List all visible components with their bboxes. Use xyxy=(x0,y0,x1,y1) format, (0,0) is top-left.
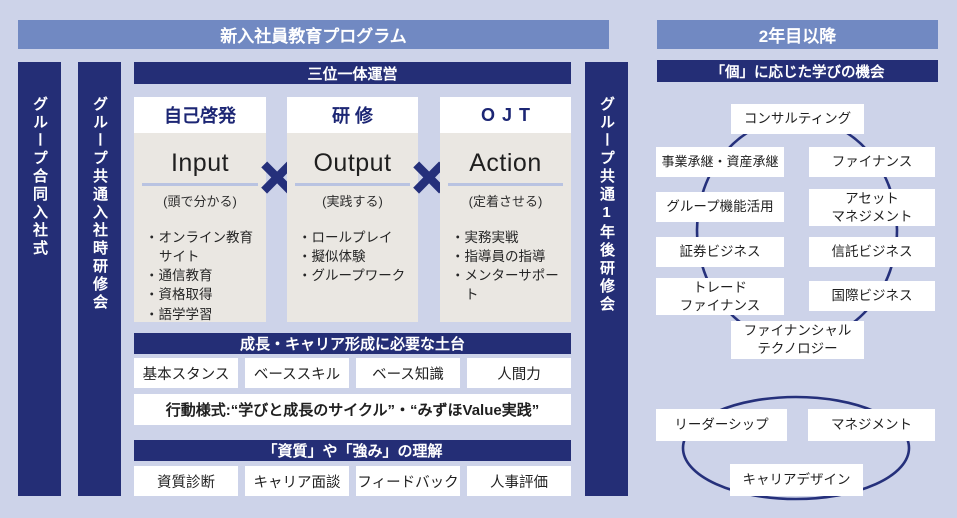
list-item: 通信教育 xyxy=(145,266,259,285)
input-title: Input xyxy=(142,149,258,186)
input-items: オンライン教育サイト 通信教育 資格取得 語学学習 xyxy=(141,228,259,324)
column-training: 研 修 Output (実践する) ロールプレイ 擬似体験 グループワーク xyxy=(287,97,418,322)
field-leadership: リーダーシップ xyxy=(656,409,787,441)
field-financial-technology: ファイナンシャル テクノロジー xyxy=(731,321,864,359)
field-asset-management: アセット マネジメント xyxy=(809,189,935,226)
understanding-box-feedback: フィードバック xyxy=(356,466,460,496)
output-subtitle: (実践する) xyxy=(322,194,383,209)
column-ojt: OJT Action (定着させる) 実務実戦 指導員の指導 メンターサポート xyxy=(440,97,571,322)
field-trust: 信託ビジネス xyxy=(809,237,935,267)
list-item: オンライン教育サイト xyxy=(145,228,259,266)
output-title: Output xyxy=(295,149,410,186)
output-items: ロールプレイ 擬似体験 グループワーク xyxy=(294,228,411,285)
field-consulting: コンサルティング xyxy=(731,104,864,134)
foundation-box-human-power: 人間力 xyxy=(467,358,571,388)
understanding-box-aptitude-test: 資質診断 xyxy=(134,466,238,496)
list-item: 擬似体験 xyxy=(298,247,411,266)
field-international: 国際ビジネス xyxy=(809,281,935,311)
second-year-band: 2年目以降 xyxy=(657,20,938,49)
understanding-box-career-interview: キャリア面談 xyxy=(245,466,349,496)
list-item: 実務実戦 xyxy=(451,228,564,247)
understanding-row: 資質診断 キャリア面談 フィードバック 人事評価 xyxy=(134,466,571,496)
list-item: 語学学習 xyxy=(145,305,259,324)
field-group-functions: グループ機能活用 xyxy=(656,192,784,222)
column-ojt-tag: OJT xyxy=(440,97,571,133)
column-self-development: 自己啓発 Input (頭で分かる) オンライン教育サイト 通信教育 資格取得 … xyxy=(134,97,266,322)
column-self-development-body: Input (頭で分かる) オンライン教育サイト 通信教育 資格取得 語学学習 xyxy=(134,133,266,322)
field-career-design: キャリアデザイン xyxy=(730,464,863,496)
column-training-tag: 研 修 xyxy=(287,97,418,133)
foundation-box-base-knowledge: ベース知識 xyxy=(356,358,460,388)
field-securities: 証券ビジネス xyxy=(656,237,784,267)
list-item: 指導員の指導 xyxy=(451,247,564,266)
foundation-box-basic-stance: 基本スタンス xyxy=(134,358,238,388)
field-trade-finance: トレード ファイナンス xyxy=(656,278,784,315)
bar-joint-entrance-ceremony: グループ合同入社式 xyxy=(18,62,61,496)
individual-learning-header-label: 「個」に応じた学びの機会 xyxy=(710,64,885,81)
foundation-row: 基本スタンス ベーススキル ベース知識 人間力 xyxy=(134,358,571,388)
input-subtitle: (頭で分かる) xyxy=(163,194,237,209)
program-title: 新入社員教育プログラム xyxy=(220,27,407,46)
list-item: ロールプレイ xyxy=(298,228,411,247)
list-item: メンターサポート xyxy=(451,266,564,304)
trinity-header-label: 三位一体運営 xyxy=(307,65,398,83)
understanding-box-hr-evaluation: 人事評価 xyxy=(467,466,571,496)
column-training-body: Output (実践する) ロールプレイ 擬似体験 グループワーク xyxy=(287,133,418,322)
bar-one-year-training: グループ共通1年後研修会 xyxy=(585,62,628,496)
foundation-box-base-skill: ベーススキル xyxy=(245,358,349,388)
field-finance: ファイナンス xyxy=(809,147,935,177)
column-ojt-body: Action (定着させる) 実務実戦 指導員の指導 メンターサポート xyxy=(440,133,571,322)
action-title: Action xyxy=(448,149,563,186)
action-items: 実務実戦 指導員の指導 メンターサポート xyxy=(447,228,564,305)
list-item: グループワーク xyxy=(298,266,411,285)
bar-entry-training: グループ共通入社時研修会 xyxy=(78,62,121,496)
list-item: 資格取得 xyxy=(145,285,259,304)
individual-learning-header: 「個」に応じた学びの機会 xyxy=(657,60,938,82)
foundation-header: 成長・キャリア形成に必要な土台 xyxy=(134,333,571,354)
trinity-header: 三位一体運営 xyxy=(134,62,571,84)
foundation-header-label: 成長・キャリア形成に必要な土台 xyxy=(239,336,465,353)
column-self-development-tag: 自己啓発 xyxy=(134,97,266,133)
field-management: マネジメント xyxy=(808,409,935,441)
second-year-title: 2年目以降 xyxy=(758,27,837,46)
field-business-succession: 事業承継・資産承継 xyxy=(656,147,784,177)
understanding-header-label: 「資質」や「強み」の理解 xyxy=(262,443,443,460)
behavior-box: 行動様式:“学びと成長のサイクル”・“みずほValue実践” xyxy=(134,394,571,425)
understanding-header: 「資質」や「強み」の理解 xyxy=(134,440,571,461)
program-title-band: 新入社員教育プログラム xyxy=(18,20,609,49)
action-subtitle: (定着させる) xyxy=(468,194,543,209)
